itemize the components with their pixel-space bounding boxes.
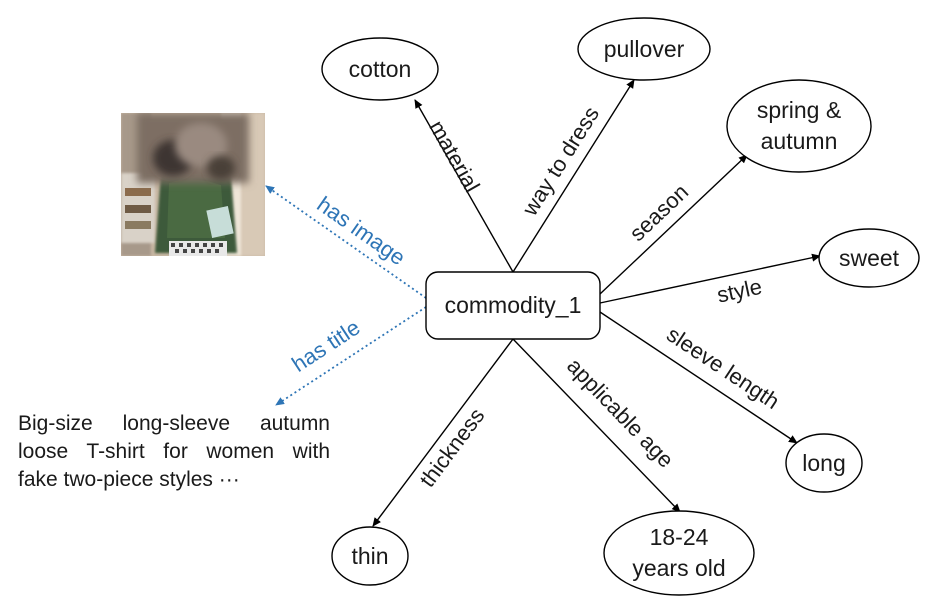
label-thickness: thickness xyxy=(415,403,490,491)
commodity-title-text: Big-size long-sleeve autumn loose T-shir… xyxy=(18,410,330,494)
label-way-to-dress: way to dress xyxy=(517,102,604,221)
node-season-value: spring & autumn xyxy=(726,79,872,173)
title-line-2: loose T-shirt for women with xyxy=(18,440,330,463)
center-node: commodity_1 xyxy=(425,271,601,340)
label-applicable-age: applicable age xyxy=(562,353,679,472)
node-thin: thin xyxy=(331,526,409,586)
product-photo-graphic xyxy=(121,113,265,256)
node-long-label: long xyxy=(802,450,845,476)
node-cotton: cotton xyxy=(321,37,439,101)
edge-sleeve-length xyxy=(599,311,798,444)
title-line-1: Big-size long-sleeve autumn xyxy=(18,412,330,435)
label-material: material xyxy=(424,116,484,196)
edge-material xyxy=(414,99,514,273)
node-pullover-label: pullover xyxy=(604,36,685,62)
center-node-label: commodity_1 xyxy=(445,292,582,318)
label-season: season xyxy=(624,179,693,246)
title-line-3: fake two-piece styles ··· xyxy=(18,468,240,491)
label-style: style xyxy=(715,274,764,308)
label-has-image: has image xyxy=(313,192,410,271)
edge-style xyxy=(599,253,821,304)
node-cotton-label: cotton xyxy=(349,56,412,82)
label-has-title: has title xyxy=(287,315,364,377)
node-season-value-line2: autumn xyxy=(761,128,838,154)
edge-season xyxy=(599,154,748,295)
node-season-value-line1: spring & xyxy=(757,97,841,123)
node-age: 18-24 years old xyxy=(603,510,755,596)
label-sleeve-length: sleeve length xyxy=(662,321,784,414)
node-long: long xyxy=(785,433,863,493)
edge-has-image xyxy=(265,185,427,299)
edge-thickness xyxy=(372,338,514,527)
edge-applicable-age xyxy=(512,338,681,513)
node-age-line2: years old xyxy=(632,555,725,581)
node-sweet-label: sweet xyxy=(839,245,900,271)
node-pullover: pullover xyxy=(577,17,711,81)
node-sweet: sweet xyxy=(818,228,920,288)
product-image xyxy=(121,113,265,256)
node-thin-label: thin xyxy=(351,543,388,569)
edge-way-to-dress xyxy=(512,79,635,273)
node-age-line1: 18-24 xyxy=(650,524,709,550)
